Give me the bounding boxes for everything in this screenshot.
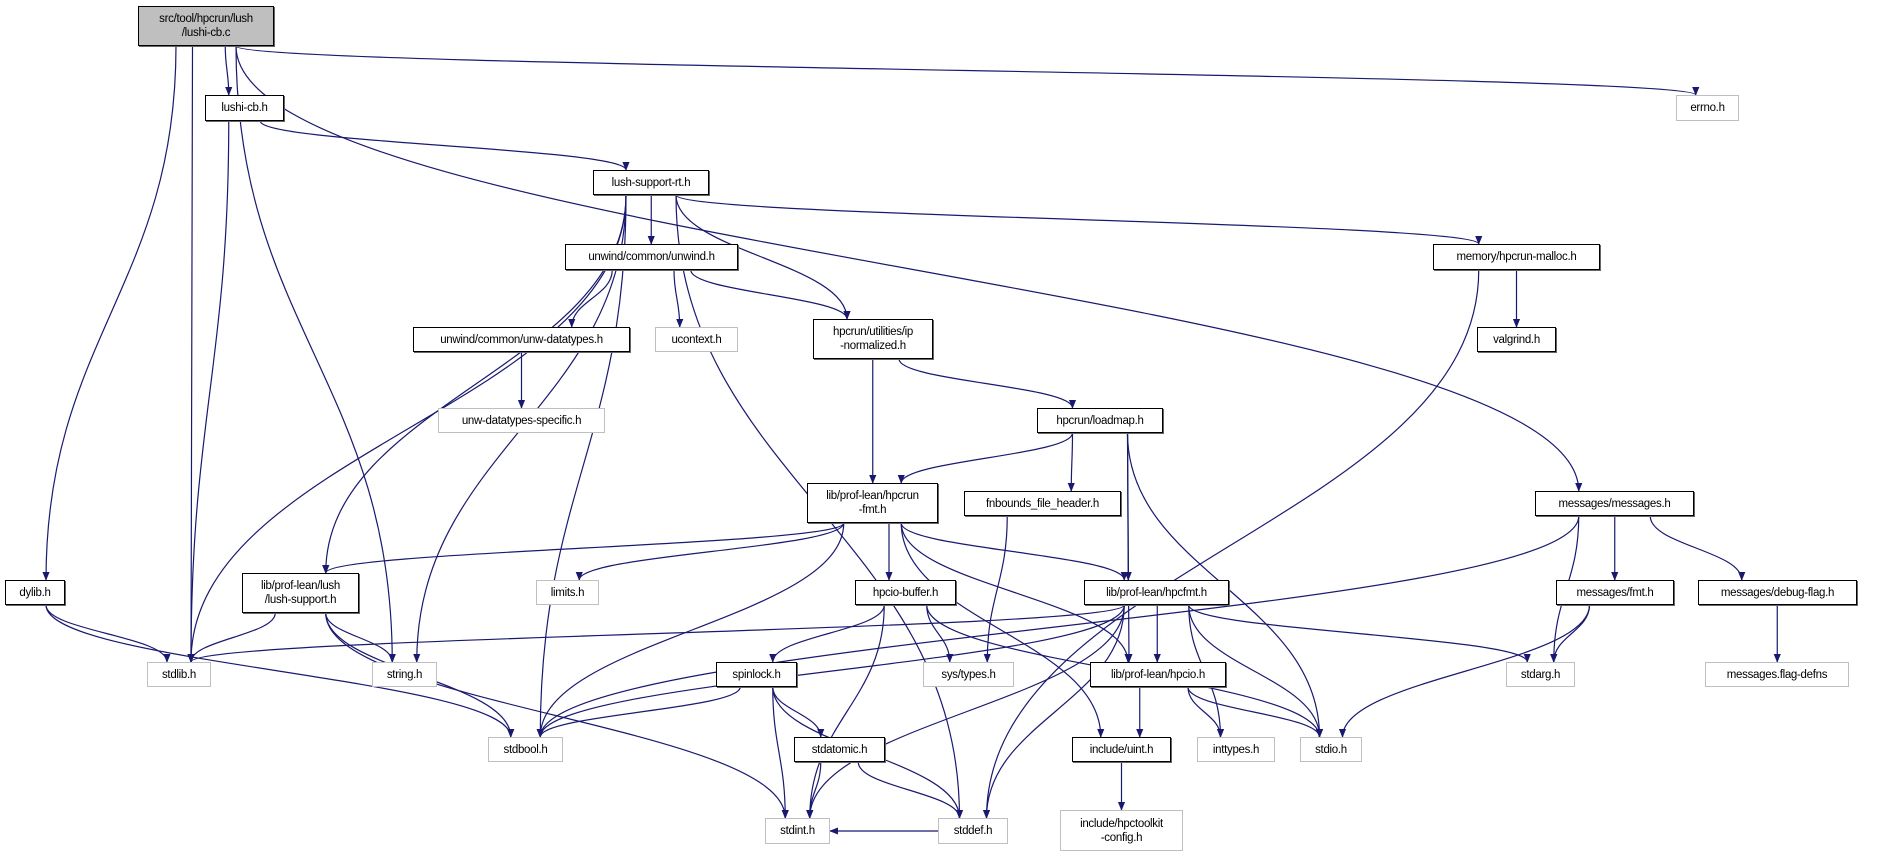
node-hpcio-buffer-h[interactable]: hpcio-buffer.h xyxy=(855,580,956,605)
edge-hpcfmt_h-to-stdio_h xyxy=(1188,604,1324,738)
edge-root-to-messages_h xyxy=(235,45,1583,492)
edge-hpcfmt_h-to-stdint_h xyxy=(806,604,1125,819)
node-ip-normalized-h[interactable]: hpcrun/utilities/ip -normalized.h xyxy=(813,319,933,359)
node-inttypes-h: inttypes.h xyxy=(1197,737,1275,762)
edge-hpcio_h-to-inttypes_h xyxy=(1187,686,1225,738)
node-ucontext-h: ucontext.h xyxy=(655,327,738,352)
edge-messages_h-to-debug_flag_h xyxy=(1649,515,1746,581)
node-unwind-h[interactable]: unwind/common/unwind.h xyxy=(565,244,738,270)
edge-ip_normalized_h-to-loadmap_h xyxy=(898,358,1077,409)
node-hpcio-h[interactable]: lib/prof-lean/hpcio.h xyxy=(1090,662,1226,687)
edge-hpcrun_fmt_h-to-lush_support_h xyxy=(322,522,845,574)
edge-spinlock_h-to-stdatomic_h xyxy=(772,686,825,738)
node-valgrind-h[interactable]: valgrind.h xyxy=(1477,327,1556,352)
node-lushi-cb-h[interactable]: lushi-cb.h xyxy=(205,95,284,121)
edge-root-to-errno_h xyxy=(235,45,1699,96)
edge-root-to-stdlib_h xyxy=(187,45,195,663)
edge-unwind_h-to-ip_normalized_h xyxy=(690,269,851,320)
node-msg-fmt-h[interactable]: messages/fmt.h xyxy=(1556,580,1674,605)
node-lush-support-h[interactable]: lib/prof-lean/lush /lush-support.h xyxy=(242,573,359,613)
edge-hpcfmt_h-to-stdlib_h xyxy=(187,604,1125,663)
edge-stdatomic_h-to-stddef_h xyxy=(857,761,964,819)
node-stdio-h: stdio.h xyxy=(1300,737,1362,762)
node-string-h: string.h xyxy=(372,662,437,687)
node-flag-defns: messages.flag-defns xyxy=(1705,662,1849,687)
edge-lush_support_h-to-string_h xyxy=(325,612,396,663)
node-hpcfmt-h[interactable]: lib/prof-lean/hpcfmt.h xyxy=(1084,580,1229,605)
edge-lush_support_rt_h-to-ip_normalized_h xyxy=(675,194,851,320)
node-errno-h: errno.h xyxy=(1676,95,1739,121)
node-sys-types-h: sys/types.h xyxy=(923,662,1014,687)
node-stdatomic-h[interactable]: stdatomic.h xyxy=(794,737,885,762)
node-dylib-h[interactable]: dylib.h xyxy=(5,580,65,605)
edge-loadmap_h-to-hpcrun_fmt_h xyxy=(897,432,1074,484)
edge-unwind_h-to-unw_datatypes_h xyxy=(568,269,613,328)
edge-hpcrun_fmt_h-to-uint_h xyxy=(900,522,1105,738)
edge-stdatomic_h-to-stdint_h xyxy=(806,761,822,819)
node-hpcrun-fmt-h[interactable]: lib/prof-lean/hpcrun -fmt.h xyxy=(807,483,938,523)
node-uint-h[interactable]: include/uint.h xyxy=(1072,737,1171,762)
edge-msg_fmt_h-to-stdio_h xyxy=(1338,604,1591,738)
edge-hpcrun_fmt_h-to-stdbool_h xyxy=(536,522,845,738)
edge-hpcfmt_h-to-stddef_h xyxy=(982,604,1125,819)
edge-hpcrun_fmt_h-to-limits_h xyxy=(575,522,845,581)
node-stdint-h: stdint.h xyxy=(765,818,830,844)
edge-hpcio_buffer_h-to-stdint_h xyxy=(806,604,885,819)
edge-unwind_h-to-ucontext_h xyxy=(673,269,684,328)
node-stdlib-h: stdlib.h xyxy=(147,662,211,687)
node-stdbool-h: stdbool.h xyxy=(488,737,563,762)
node-spinlock-h[interactable]: spinlock.h xyxy=(716,662,797,687)
node-malloc-h[interactable]: memory/hpcrun-malloc.h xyxy=(1433,244,1600,270)
node-stdarg-h: stdarg.h xyxy=(1506,662,1575,687)
node-unw-specific-h: unw-datatypes-specific.h xyxy=(438,408,605,433)
node-stddef-h: stddef.h xyxy=(938,818,1008,844)
node-hpctoolkit-config-h: include/hpctoolkit -config.h xyxy=(1060,810,1183,851)
node-messages-h[interactable]: messages/messages.h xyxy=(1535,491,1694,516)
node-loadmap-h[interactable]: hpcrun/loadmap.h xyxy=(1037,408,1163,433)
node-debug-flag-h[interactable]: messages/debug-flag.h xyxy=(1698,580,1857,605)
edge-malloc_h-to-stddef_h xyxy=(982,269,1480,819)
edge-root-to-string_h xyxy=(235,45,396,663)
edge-lushi_cb_h-to-lush_support_rt_h xyxy=(259,120,630,171)
edge-lush_support_h-to-stdint_h xyxy=(325,612,789,819)
edge-spinlock_h-to-stdint_h xyxy=(772,686,789,819)
edge-hpcfmt_h-to-stdarg_h xyxy=(1188,604,1531,663)
edge-hpcio_buffer_h-to-spinlock_h xyxy=(769,604,885,663)
edge-hpcrun_fmt_h-to-hpcfmt_h xyxy=(900,522,1128,581)
edge-root-to-lushi_cb_h xyxy=(224,45,233,96)
node-root[interactable]: src/tool/hpcrun/lush /lushi-cb.c xyxy=(138,6,274,46)
edge-dylib_h-to-stdbool_h xyxy=(45,604,515,738)
edge-lush_support_rt_h-to-stdlib_h xyxy=(187,194,627,663)
edge-lush_support_rt_h-to-malloc_h xyxy=(675,194,1483,245)
node-fnbounds-h[interactable]: fnbounds_file_header.h xyxy=(964,491,1121,516)
edge-root-to-dylib_h xyxy=(42,45,177,581)
edge-lush_support_rt_h-to-stdbool_h xyxy=(536,194,627,738)
edge-hpcio_h-to-stdio_h xyxy=(1187,686,1324,738)
edge-hpcfmt_h-to-stdbool_h xyxy=(536,604,1125,738)
node-unw-datatypes-h[interactable]: unwind/common/unw-datatypes.h xyxy=(413,327,630,352)
edge-spinlock_h-to-stdbool_h xyxy=(536,686,741,738)
edge-messages_h-to-stdbool_h xyxy=(536,515,1580,738)
edge-lushi_cb_h-to-stdlib_h xyxy=(187,120,230,663)
edge-loadmap_h-to-fnbounds_h xyxy=(1067,432,1075,492)
edge-loadmap_h-to-hpcio_h xyxy=(1125,432,1133,663)
node-lush-support-rt-h[interactable]: lush-support-rt.h xyxy=(593,170,709,195)
edge-dylib_h-to-stdlib_h xyxy=(45,604,171,663)
node-limits-h: limits.h xyxy=(536,580,599,605)
edge-fnbounds_h-to-sys_types_h xyxy=(983,515,1008,663)
edge-lush_support_h-to-stdlib_h xyxy=(187,612,276,663)
